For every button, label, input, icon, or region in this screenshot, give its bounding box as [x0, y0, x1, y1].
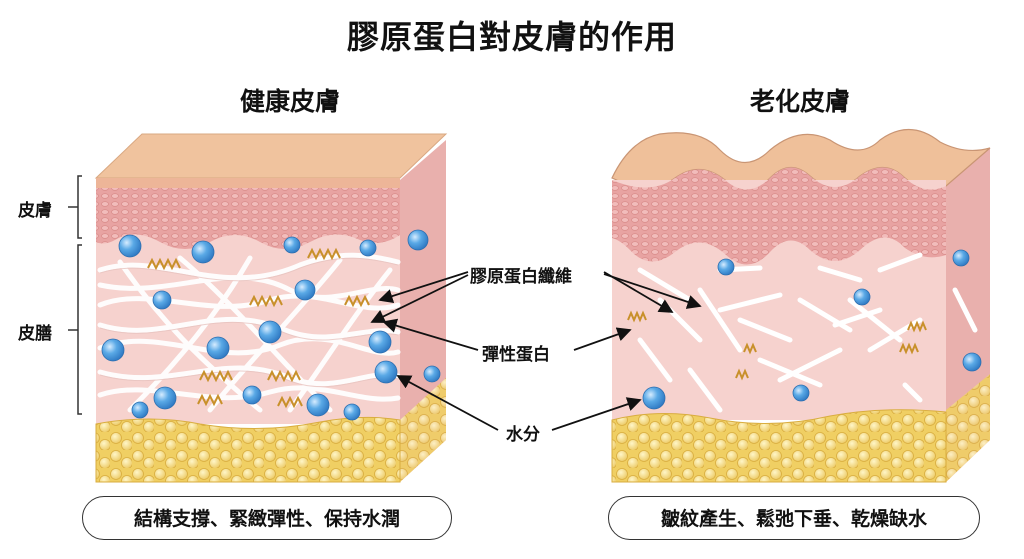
aged-skin-title: 老化皮膚 [749, 87, 850, 116]
arrow-collagen-healthy-2 [370, 274, 469, 323]
healthy-skin-surface [94, 133, 448, 179]
water-callout: 水分 [506, 425, 540, 445]
healthy-skin-title: 健康皮膚 [239, 87, 340, 116]
healthy-epidermis [96, 188, 400, 249]
aged-caption: 皺紋產生、鬆弛下垂、乾燥缺水 [608, 496, 980, 540]
healthy-fat-layer [95, 416, 401, 483]
aged-skin-block [611, 128, 991, 483]
arrow-water-healthy [396, 375, 499, 431]
diagram-title: 膠原蛋白對皮膚的作用 [346, 18, 677, 56]
aged-fat-layer [611, 409, 947, 483]
arrow-elastin-healthy [382, 318, 479, 351]
aged-elastin-fragments [627, 310, 927, 381]
epidermis-label: 皮膚 [18, 201, 52, 221]
aged-epidermis [612, 167, 946, 265]
healthy-side-fat [400, 378, 446, 482]
healthy-collagen-fibers [97, 252, 401, 413]
collagen-callout: 膠原蛋白纖維 [470, 267, 572, 287]
arrow-elastin-aged [573, 327, 632, 351]
dermis-label: 皮膳 [18, 324, 52, 344]
healthy-surface-band [96, 178, 400, 188]
healthy-elastin-fibers [147, 247, 370, 409]
layer-brackets [68, 175, 82, 415]
arrow-water-aged [551, 397, 642, 431]
healthy-caption: 結構支撐、緊緻彈性、保持水潤 [82, 496, 452, 540]
callout-arrows [370, 271, 702, 431]
healthy-water-droplets [101, 229, 441, 421]
elastin-callout: 彈性蛋白 [482, 345, 550, 365]
aged-side-fat [946, 374, 990, 482]
aged-water-droplets [642, 249, 982, 410]
healthy-skin-block [94, 133, 448, 483]
arrow-collagen-healthy-1 [378, 271, 469, 304]
arrow-collagen-aged-2 [603, 273, 702, 309]
